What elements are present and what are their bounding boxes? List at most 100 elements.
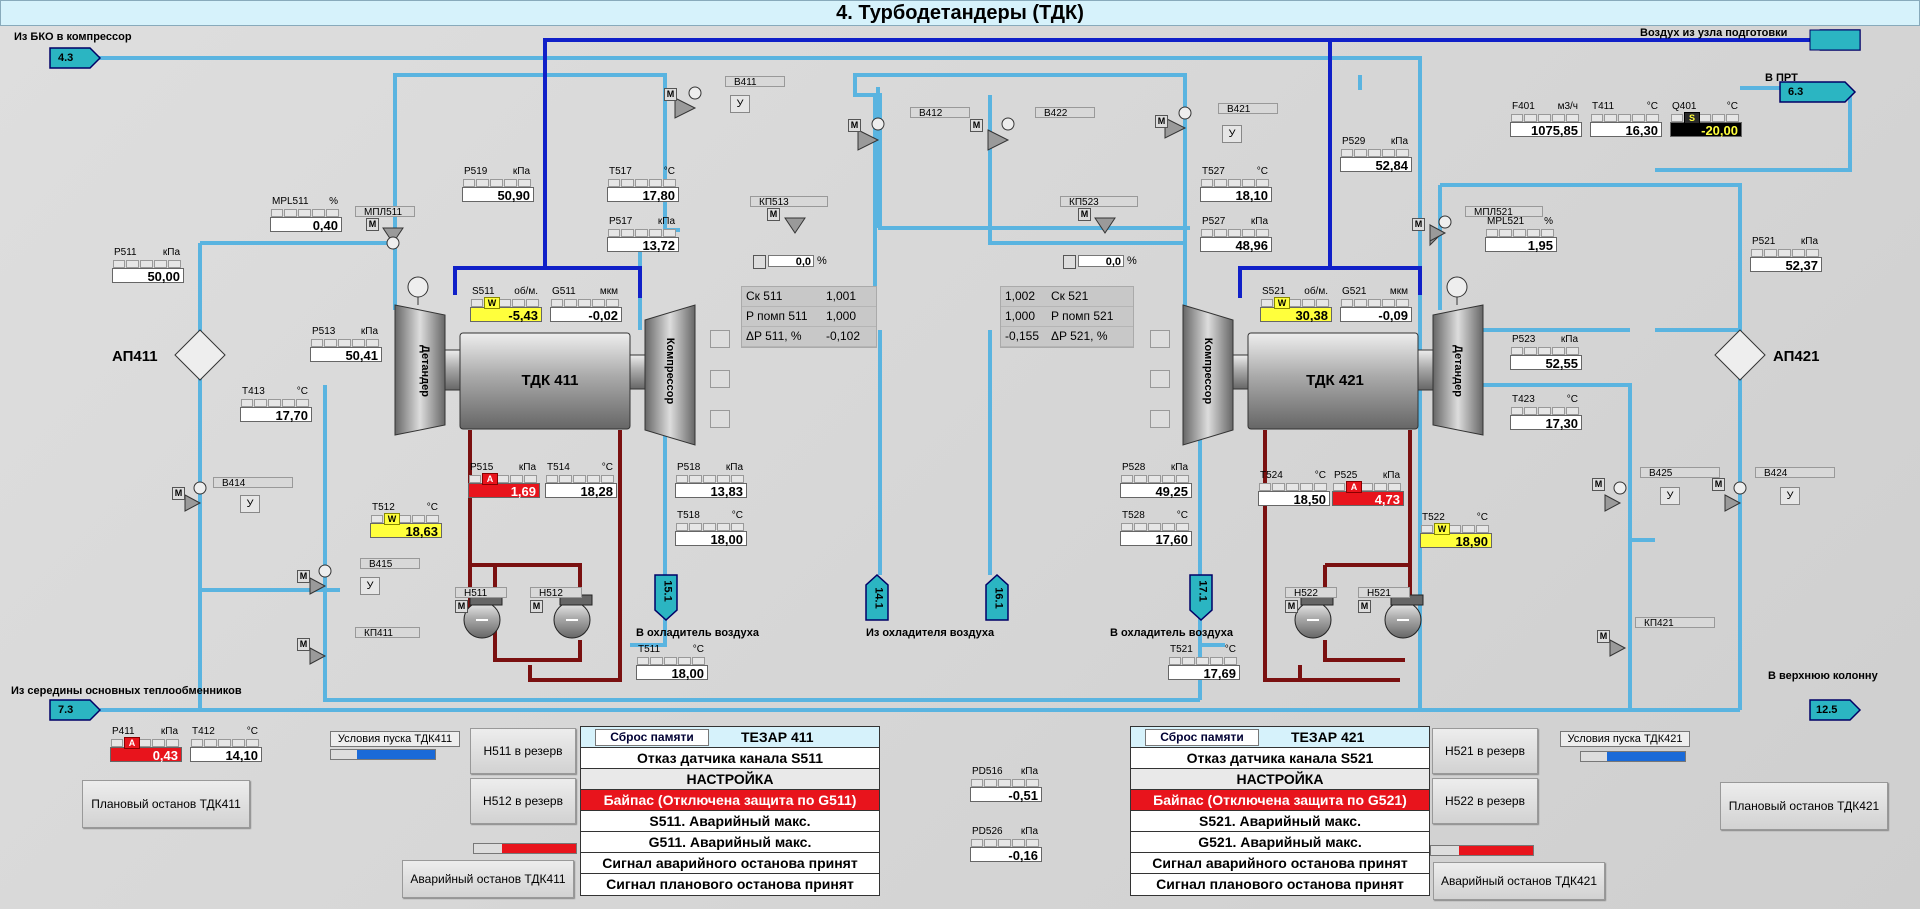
widget-mpl521[interactable]: MPL521%1,95	[1485, 216, 1557, 253]
h512-reserve-button[interactable]: Н512 в резерв	[470, 778, 576, 824]
motor-mode-kp523[interactable]: М	[1078, 208, 1091, 221]
flag-4-3[interactable]: 4.3	[58, 52, 74, 64]
motor-mode-mpl521[interactable]: М	[1412, 218, 1425, 231]
motor-mode-v422[interactable]: М	[970, 119, 983, 132]
valve-tag-v411[interactable]: В411	[725, 76, 785, 88]
emergency-stop-411-button[interactable]: Аварийный останов ТДК411	[402, 860, 574, 898]
h522-reserve-button[interactable]: Н522 в резерв	[1432, 778, 1538, 824]
flag-7-3[interactable]: 7.3	[58, 704, 74, 716]
valve-tag-v424[interactable]: В424	[1755, 467, 1835, 479]
pump-tag-h521[interactable]: Н521	[1358, 587, 1410, 599]
motor-mode-v412[interactable]: М	[848, 119, 861, 132]
valve-tag-mpl521[interactable]: МПЛ521	[1465, 206, 1543, 218]
valve-tag-v414[interactable]: В414	[213, 477, 293, 489]
u-button-v421[interactable]: У	[1222, 125, 1242, 143]
pump-tag-h511[interactable]: Н511	[455, 587, 507, 599]
indicator-square[interactable]	[710, 370, 730, 388]
valve-tag-v425[interactable]: В425	[1640, 467, 1720, 479]
motor-mode-v411[interactable]: М	[664, 88, 677, 101]
motor-mode-h522[interactable]: М	[1285, 600, 1298, 613]
motor-mode-mpl511[interactable]: М	[366, 218, 379, 231]
motor-mode-kp411[interactable]: М	[297, 638, 310, 651]
valve-tag-kp523[interactable]: КП523	[1060, 196, 1138, 208]
flag-15-1[interactable]: 15.1	[661, 580, 674, 602]
h521-reserve-button[interactable]: Н521 в резерв	[1432, 728, 1538, 774]
h511-reserve-button[interactable]: Н511 в резерв	[470, 728, 576, 774]
motor-mode-v414[interactable]: М	[172, 487, 185, 500]
indicator-square[interactable]	[1150, 330, 1170, 348]
valve-tag-kp411[interactable]: КП411	[355, 627, 420, 639]
u-button-v424[interactable]: У	[1780, 487, 1800, 505]
u-button-v411[interactable]: У	[730, 95, 750, 113]
indicator-square[interactable]	[1150, 370, 1170, 388]
indicator-square[interactable]	[710, 330, 730, 348]
flag-16-1[interactable]: 16.1	[992, 587, 1005, 609]
widget-mpl511[interactable]: MPL511%0,40	[270, 196, 342, 233]
valve-tag-v415[interactable]: В415	[360, 558, 420, 570]
motor-mode-v424[interactable]: М	[1712, 478, 1725, 491]
motor-mode-kp513[interactable]: М	[767, 208, 780, 221]
motor-mode-v415[interactable]: М	[297, 570, 310, 583]
indicator-square[interactable]	[1150, 410, 1170, 428]
flag-12-5[interactable]: 12.5	[1816, 704, 1838, 716]
pump-tag-h522[interactable]: Н522	[1285, 587, 1337, 599]
valve-tag-v422[interactable]: В422	[1035, 107, 1095, 119]
pump-tag-h512[interactable]: Н512	[530, 587, 582, 599]
kp523-position[interactable]: 0,0 %	[1063, 255, 1138, 269]
u-button-v415[interactable]: У	[360, 577, 380, 595]
motor-mode-h512[interactable]: М	[530, 600, 543, 613]
valve-tag-v421[interactable]: В421	[1218, 103, 1278, 115]
valve-tag-kp421[interactable]: КП421	[1635, 617, 1715, 629]
kp513-position[interactable]: 0,0 %	[753, 255, 828, 269]
emergency-stop-421-button[interactable]: Аварийный останов ТДК421	[1433, 862, 1605, 900]
motor-mode-h511[interactable]: М	[455, 600, 468, 613]
u-button-v425[interactable]: У	[1660, 487, 1680, 505]
reset-memory-421-button[interactable]: Сброс памяти	[1145, 729, 1259, 746]
indicator-square[interactable]	[710, 410, 730, 428]
planned-stop-421-button[interactable]: Плановый останов ТДК421	[1720, 782, 1888, 830]
planned-stop-411-button[interactable]: Плановый останов ТДК411	[82, 780, 250, 828]
u-button-v414[interactable]: У	[240, 495, 260, 513]
motor-mode-h521[interactable]: М	[1358, 600, 1371, 613]
valve-tag-kp513[interactable]: КП513	[750, 196, 828, 208]
flag-14-1[interactable]: 14.1	[872, 587, 885, 609]
flag-6-3[interactable]: 6.3	[1788, 86, 1804, 98]
motor-mode-v425[interactable]: М	[1592, 478, 1605, 491]
motor-mode-v421[interactable]: М	[1155, 115, 1168, 128]
valve-tag-v412[interactable]: В412	[910, 107, 970, 119]
